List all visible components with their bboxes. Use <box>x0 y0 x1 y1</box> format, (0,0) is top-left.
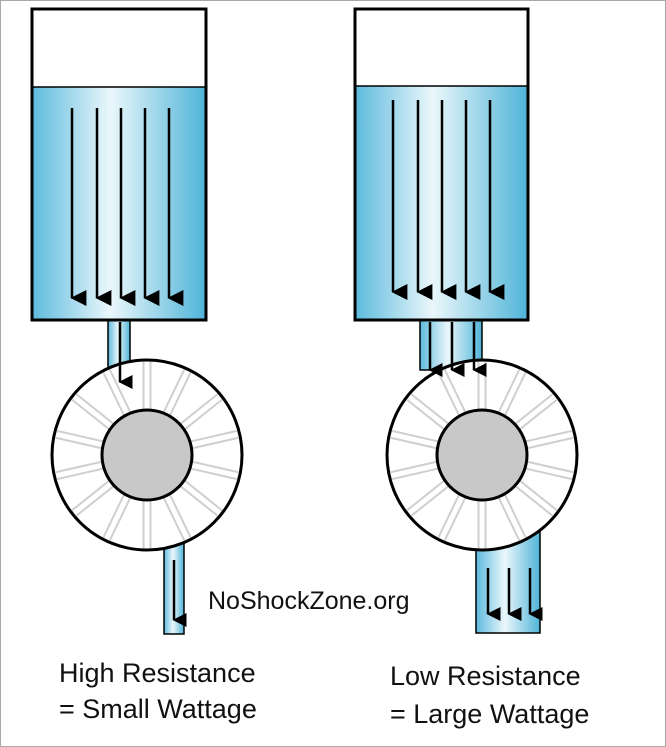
wheel-blade <box>390 462 440 479</box>
right-outlet-arrows <box>486 568 543 621</box>
wheel-blade <box>179 480 222 515</box>
wheel-blade <box>72 395 115 430</box>
left-caption-line1: High Resistance <box>59 658 256 688</box>
wheel-blade <box>498 493 525 540</box>
wheel-blade <box>55 462 105 479</box>
wheel-blade <box>189 431 239 448</box>
right-wheel-hub <box>435 408 529 502</box>
left-tank <box>30 7 208 322</box>
right-tank-flow-arrows <box>391 100 505 300</box>
wheel-blade <box>104 493 131 540</box>
wheel-blade <box>407 395 450 430</box>
left-tank-flow-arrows <box>70 108 184 306</box>
wheel-blade <box>439 370 466 417</box>
wheel-blade <box>498 370 525 417</box>
wheel-blade <box>524 431 574 448</box>
right-caption-line2: = Large Wattage <box>390 699 589 729</box>
wheel-blade <box>439 493 466 540</box>
wheel-blade <box>524 462 574 479</box>
wheel-blade <box>514 395 557 430</box>
wheel-blade <box>104 370 131 417</box>
wheel-blade <box>189 462 239 479</box>
wheel-blade <box>163 493 190 540</box>
left-wheel-hub <box>100 408 194 502</box>
wheel-blade <box>407 480 450 515</box>
right-caption-line1: Low Resistance <box>390 661 581 691</box>
watermark-text: NoShockZone.org <box>208 587 410 615</box>
left-system <box>30 7 244 635</box>
left-water-wheel <box>50 358 244 552</box>
wheel-blade <box>55 431 105 448</box>
wheel-blade <box>390 431 440 448</box>
right-system <box>353 7 579 634</box>
wheel-blade <box>72 480 115 515</box>
wheel-blade <box>163 370 190 417</box>
right-inlet-arrows <box>428 322 487 377</box>
wheel-blade <box>179 395 222 430</box>
left-caption-line2: = Small Wattage <box>59 694 257 724</box>
right-water-wheel <box>385 358 579 552</box>
wheel-blade <box>514 480 557 515</box>
